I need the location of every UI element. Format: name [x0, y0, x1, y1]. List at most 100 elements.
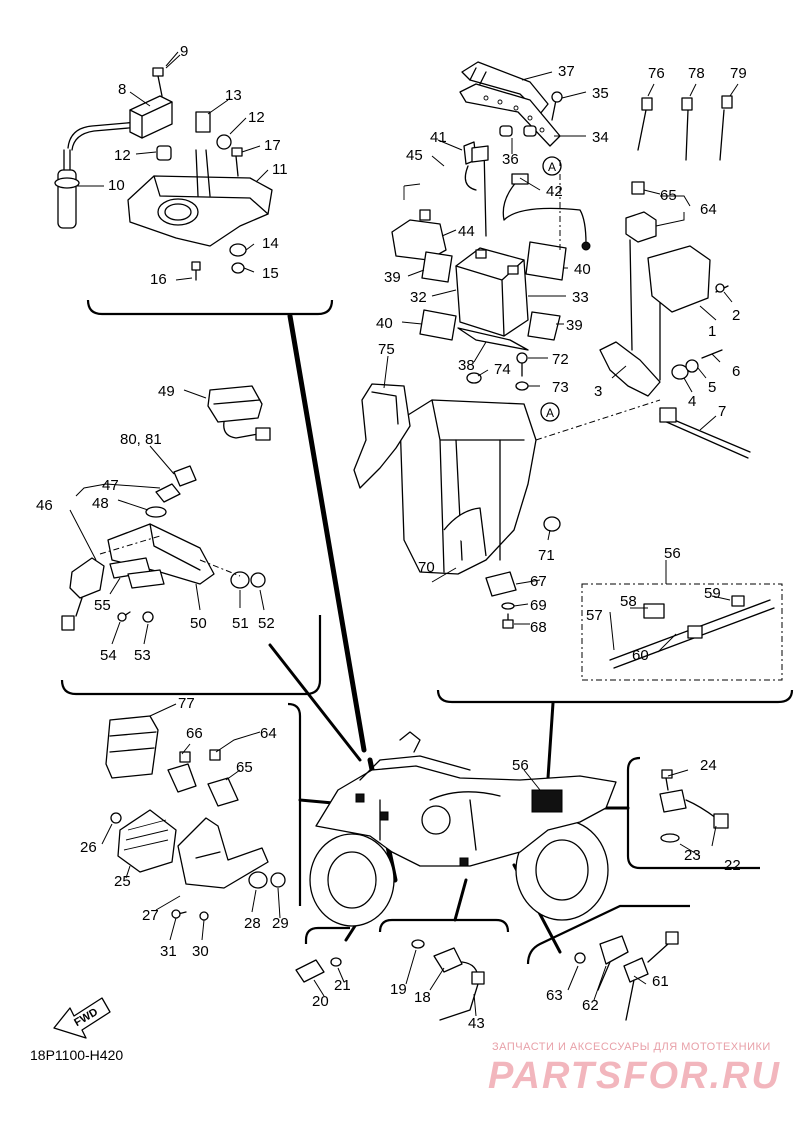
part-label-76: 76	[648, 65, 665, 82]
part-label-5: 5	[708, 379, 716, 396]
part-label-8: 8	[118, 81, 126, 98]
part-label-63: 63	[546, 987, 563, 1004]
part-label-68: 68	[530, 619, 547, 636]
part-label-4: 4	[688, 393, 696, 410]
part-label-77: 77	[178, 695, 195, 712]
battery-box-assembly: A	[353, 61, 783, 681]
part-label-56a: 56	[664, 545, 681, 562]
part-label-19: 19	[390, 981, 407, 998]
part-label-20: 20	[312, 993, 329, 1010]
part-label-69: 69	[530, 597, 547, 614]
part-numbers: 9 8 13 12 17 12 11 10 14 15 16 37 35 34 …	[36, 43, 747, 1032]
part-label-79: 79	[730, 65, 747, 82]
part-label-64a: 64	[700, 201, 717, 218]
fwd-arrow: FWD	[53, 997, 111, 1039]
part-label-47: 47	[102, 477, 119, 494]
part-label-55: 55	[94, 597, 111, 614]
part-label-23: 23	[684, 847, 701, 864]
part-label-65b: 65	[236, 759, 253, 776]
part-label-24: 24	[700, 757, 717, 774]
part-label-75: 75	[378, 341, 395, 358]
panel-frames	[60, 299, 794, 965]
part-label-41: 41	[430, 129, 447, 146]
part-label-66: 66	[186, 725, 203, 742]
part-label-59: 59	[704, 585, 721, 602]
switch-bracket-assembly	[61, 385, 271, 631]
part-label-65a: 65	[660, 187, 677, 204]
part-label-45: 45	[406, 147, 423, 164]
leader-lines	[69, 51, 739, 1017]
circle-ref-a-lower: A	[546, 406, 554, 420]
part-label-15: 15	[262, 265, 279, 282]
part-label-28: 28	[244, 915, 261, 932]
part-label-38: 38	[458, 357, 475, 374]
part-label-30: 30	[192, 943, 209, 960]
part-label-12b: 12	[248, 109, 265, 126]
watermark: ЗАПЧАСТИ И АКСЕССУАРЫ ДЛЯ МОТОТЕХНИКИ PA…	[488, 1041, 781, 1097]
part-label-73: 73	[552, 379, 569, 396]
part-label-50: 50	[190, 615, 207, 632]
part-label-71: 71	[538, 547, 555, 564]
part-label-70: 70	[418, 559, 435, 576]
part-label-25: 25	[114, 873, 131, 890]
part-label-27: 27	[142, 907, 159, 924]
part-label-29: 29	[272, 915, 289, 932]
part-label-11: 11	[272, 161, 288, 178]
part-label-36: 36	[502, 151, 519, 168]
diagram-code: 18P1100-H420	[30, 1047, 123, 1063]
part-label-37: 37	[558, 63, 575, 80]
rectifier-assembly	[105, 715, 286, 921]
part-label-42: 42	[546, 183, 563, 200]
part-label-39b: 39	[566, 317, 583, 334]
coil-bracket-assembly	[54, 67, 273, 281]
part-label-26: 26	[80, 839, 97, 856]
part-label-34: 34	[592, 129, 609, 146]
part-label-9: 9	[180, 43, 188, 60]
part-label-58: 58	[620, 593, 637, 610]
part-label-35: 35	[592, 85, 609, 102]
part-label-57: 57	[586, 607, 603, 624]
part-label-16: 16	[150, 271, 167, 288]
part-label-60: 60	[632, 647, 649, 664]
part-label-40a: 40	[574, 261, 591, 278]
part-label-2: 2	[732, 307, 740, 324]
part-label-74: 74	[494, 361, 511, 378]
part-label-43: 43	[468, 1015, 485, 1032]
part-label-80-81: 80, 81	[120, 431, 162, 448]
part-label-31: 31	[160, 943, 177, 960]
part-label-17: 17	[264, 137, 281, 154]
part-label-52: 52	[258, 615, 275, 632]
part-label-51: 51	[232, 615, 249, 632]
part-label-3: 3	[594, 383, 602, 400]
part-label-40b: 40	[376, 315, 393, 332]
part-label-48: 48	[92, 495, 109, 512]
part-label-56b: 56	[512, 757, 529, 774]
part-label-49: 49	[158, 383, 175, 400]
part-label-33: 33	[572, 289, 589, 306]
part-label-1: 1	[708, 323, 716, 340]
atv-vehicle	[309, 731, 617, 927]
part-label-6: 6	[732, 363, 740, 380]
bottom-small-parts	[295, 769, 729, 1021]
watermark-caption: ЗАПЧАСТИ И АКСЕССУАРЫ ДЛЯ МОТОТЕХНИКИ	[492, 1041, 771, 1053]
part-label-46: 46	[36, 497, 53, 514]
part-label-32: 32	[410, 289, 427, 306]
part-label-21: 21	[334, 977, 351, 994]
part-label-7: 7	[718, 403, 726, 420]
part-label-62: 62	[582, 997, 599, 1014]
part-label-67: 67	[530, 573, 547, 590]
part-label-39a: 39	[384, 269, 401, 286]
circle-ref-a-top: A	[548, 160, 556, 174]
part-label-13: 13	[225, 87, 242, 104]
part-label-22: 22	[724, 857, 741, 874]
part-label-72: 72	[552, 351, 569, 368]
part-label-12a: 12	[114, 147, 131, 164]
part-label-18: 18	[414, 989, 431, 1006]
part-label-14: 14	[262, 235, 279, 252]
part-label-54: 54	[100, 647, 117, 664]
watermark-brand: PARTSFOR.RU	[488, 1055, 781, 1097]
part-label-78: 78	[688, 65, 705, 82]
part-label-64b: 64	[260, 725, 277, 742]
part-label-61: 61	[652, 973, 669, 990]
part-label-53: 53	[134, 647, 151, 664]
